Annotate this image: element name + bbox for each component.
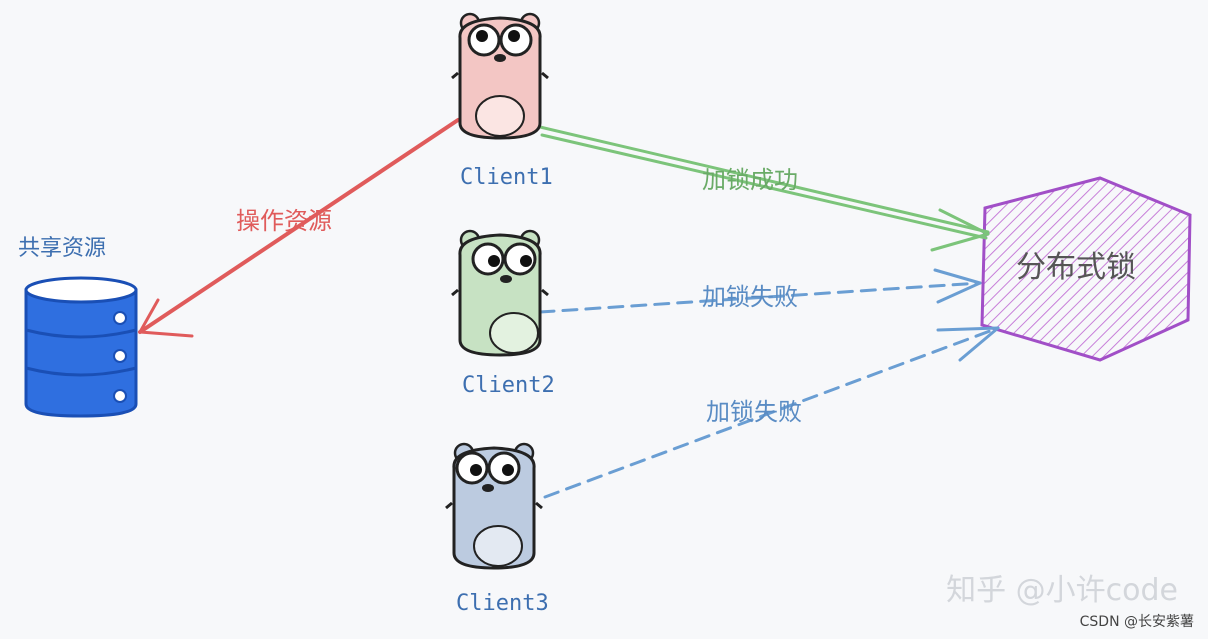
gopher-client1-icon [451,12,549,140]
lock-fail-arrow-client3 [543,326,1000,499]
lock-fail-label-client2: 加锁失败 [702,283,798,311]
database-icon [24,276,138,418]
watermark: 知乎 @小许code [946,573,1178,608]
operate-label: 操作资源 [236,207,332,235]
lock-fail-label-client3: 加锁失败 [706,398,802,426]
distributed-lock-node [980,176,1192,362]
lock-label: 分布式锁 [1016,250,1136,285]
gopher-client3-icon [445,442,543,570]
operate-arrow [138,118,460,338]
lock-success-label: 加锁成功 [702,166,798,194]
client1-label: Client1 [460,165,553,190]
client2-label: Client2 [462,373,555,398]
client3-label: Client3 [456,591,549,616]
gopher-client2-icon [451,229,549,357]
credit-text: CSDN @长安紫薯 [1079,614,1194,630]
lock-success-arrow [538,125,990,252]
resource-label: 共享资源 [18,236,106,261]
lock-fail-arrow-client2 [538,268,982,314]
